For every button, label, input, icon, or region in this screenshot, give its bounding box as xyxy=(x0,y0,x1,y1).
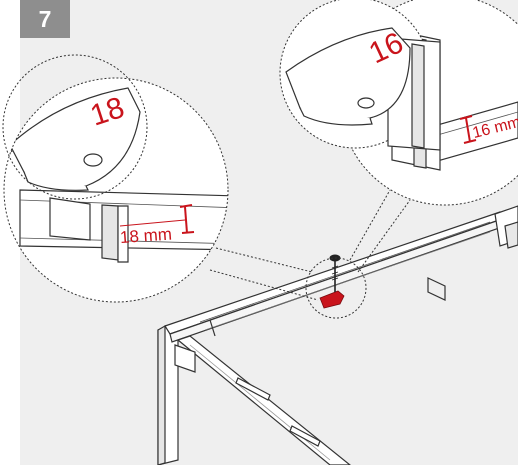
callout-right: 16 16 mm xyxy=(279,0,518,206)
callout-connectors xyxy=(209,189,411,301)
callout-left: 18 18 mm xyxy=(2,54,229,303)
step-number-badge: 7 xyxy=(20,0,70,38)
dimension-marker-16 xyxy=(459,115,477,144)
dimension-marker-18 xyxy=(119,204,195,234)
red-clip-icon xyxy=(319,290,345,309)
zoom-circle-small xyxy=(305,257,367,319)
dimension-label-18mm: 18 mm xyxy=(119,224,172,247)
